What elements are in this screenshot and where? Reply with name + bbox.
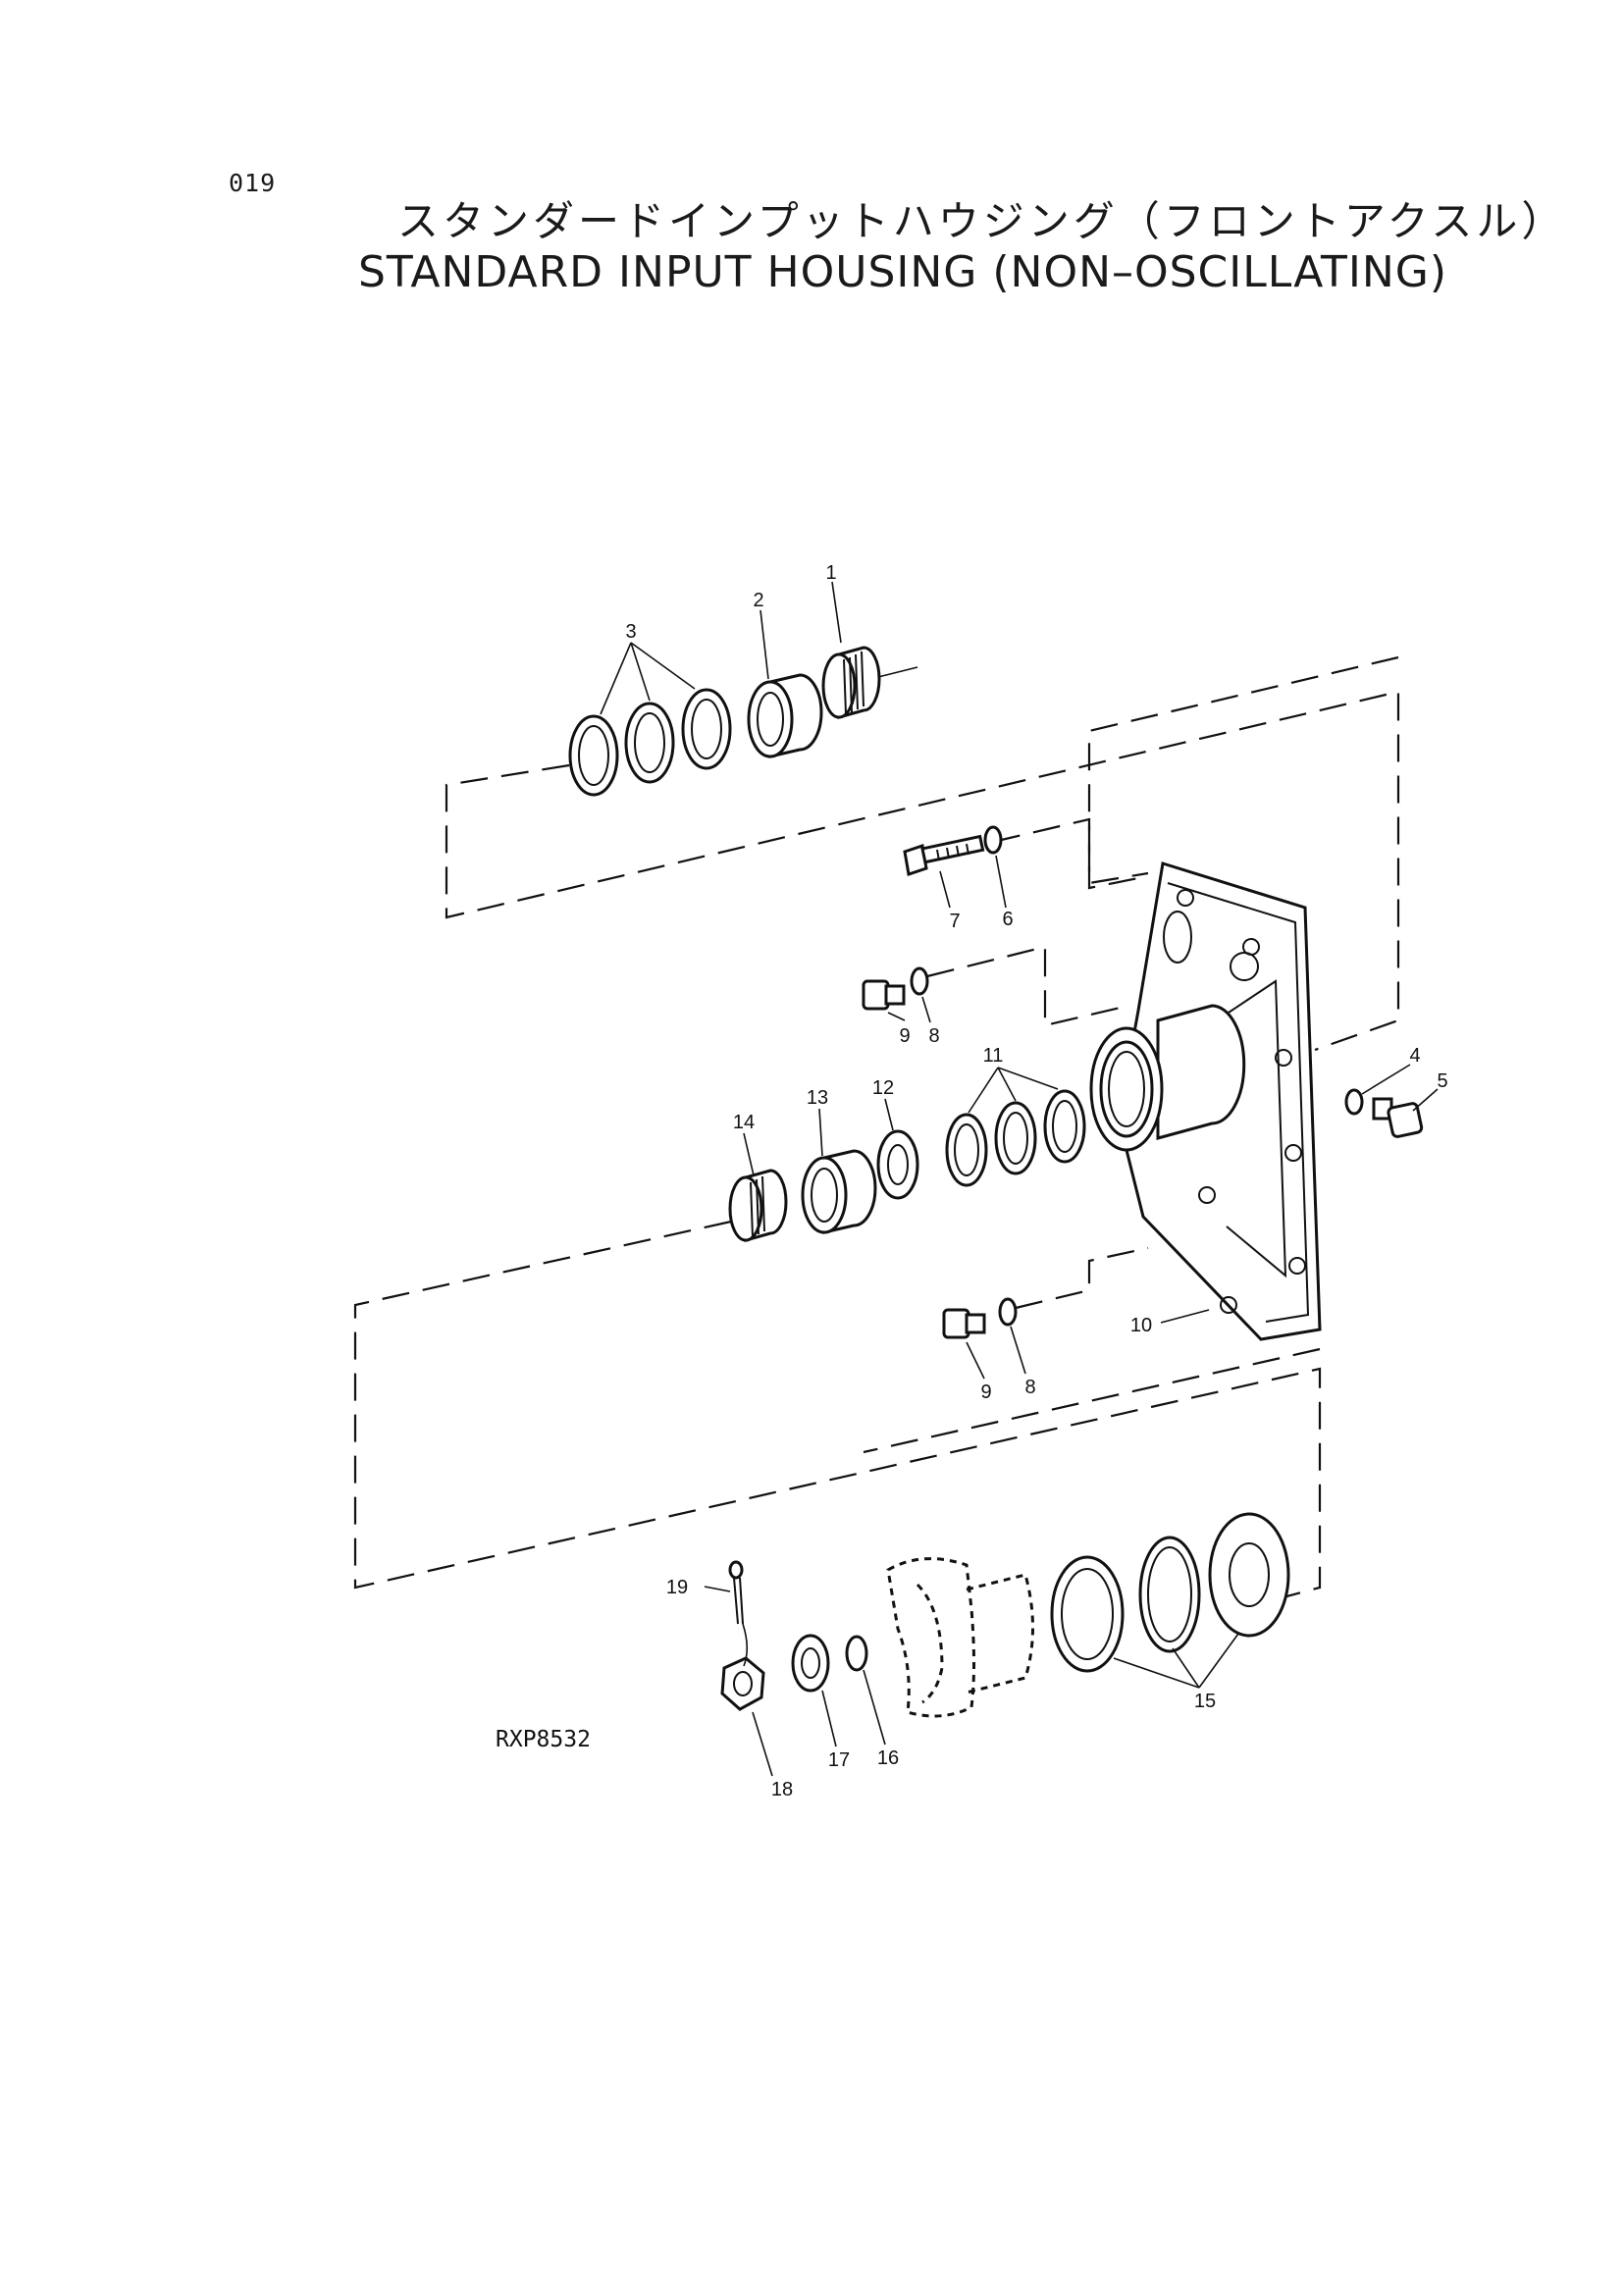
callout-10: 10 (1130, 1315, 1152, 1336)
callout-3: 3 (625, 621, 636, 643)
callout-13: 13 (807, 1087, 828, 1109)
callout-16: 16 (877, 1747, 899, 1769)
callout-9-upper: 9 (899, 1025, 910, 1047)
part-8-oring-upper (910, 966, 931, 1023)
part-17-washer (791, 1634, 837, 1747)
drawing-code: RXP8532 (496, 1727, 591, 1752)
ghost-yoke (886, 1557, 1034, 1718)
callout-17: 17 (828, 1749, 850, 1771)
callout-7: 7 (949, 911, 960, 932)
part-2-bearing-cup (747, 609, 823, 758)
callout-14: 14 (733, 1112, 755, 1133)
callout-labels: 1 2 3 4 5 6 7 8 9 10 11 12 13 14 15 16 1… (625, 562, 1447, 1800)
callout-9-lower: 9 (980, 1382, 991, 1403)
callout-8-upper: 8 (928, 1025, 939, 1047)
part-16-oring (845, 1635, 886, 1746)
callout-15: 15 (1194, 1691, 1216, 1712)
callout-4: 4 (1409, 1045, 1420, 1067)
part-10-input-housing (1089, 861, 1322, 1341)
part-5-plug (1372, 1088, 1439, 1138)
part-12-spacer (876, 1098, 919, 1200)
part-9-plug-upper (862, 979, 906, 1021)
callout-1: 1 (825, 562, 836, 584)
title-japanese: スタンダードインプットハウジング（フロントアクスル） (397, 197, 1567, 245)
callout-6: 6 (1002, 909, 1013, 930)
part-14-bearing-cone (728, 1132, 788, 1242)
part-18-castle-nut (720, 1656, 773, 1777)
part-8-oring-lower (998, 1297, 1026, 1375)
callout-11: 11 (983, 1045, 1004, 1067)
part-9-plug-lower (942, 1308, 986, 1380)
part-11-seals (945, 1067, 1086, 1187)
part-15-seals (1050, 1512, 1290, 1689)
callout-2: 2 (753, 590, 763, 611)
part-7-cap-screw (903, 834, 985, 909)
callout-18: 18 (771, 1779, 793, 1800)
callout-5: 5 (1437, 1070, 1447, 1092)
part-1-bearing-cone (821, 581, 918, 719)
part-6-washer (983, 825, 1007, 909)
callout-12: 12 (872, 1077, 894, 1099)
part-13-bearing-cup (801, 1108, 877, 1234)
part-3-bearing-cups (568, 642, 732, 797)
page-number: 019 (229, 169, 277, 197)
title-english: STANDARD INPUT HOUSING (NON–OSCILLATING) (358, 247, 1448, 297)
part-19-cotter-pin (704, 1560, 749, 1667)
callout-8-lower: 8 (1024, 1377, 1035, 1398)
assembly-guide-lines (353, 655, 1400, 1601)
callout-19: 19 (666, 1577, 688, 1598)
part-4-oring (1344, 1064, 1411, 1116)
